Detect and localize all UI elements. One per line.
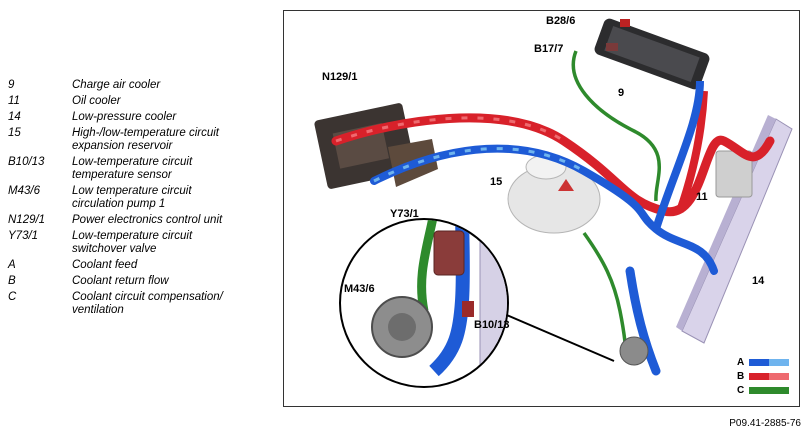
label-m43-6: M43/6 [344, 283, 375, 295]
coolant-circuit-drawing [314, 18, 793, 388]
legend-row: 11 Oil cooler [8, 95, 278, 108]
legend-row: N129/1 Power electronics control unit [8, 214, 278, 227]
return-pipe-main [331, 113, 775, 217]
key-bar-c [749, 387, 789, 394]
legend-row: 14 Low-pressure cooler [8, 111, 278, 124]
key-bar-b [749, 373, 789, 380]
key-letter-b: B [737, 371, 745, 382]
legend-code: B [8, 275, 16, 287]
label-n129-1: N129/1 [322, 71, 358, 83]
warning-triangle [558, 179, 574, 191]
magnifier-pointer [501, 312, 615, 362]
label-b10-13: B10/13 [474, 319, 510, 331]
detail-vent-pipe [417, 220, 441, 312]
legend-code: 9 [8, 79, 15, 91]
legend-code: 11 [8, 95, 20, 107]
label-9: 9 [618, 87, 625, 99]
vent-pipe-bottom [582, 231, 630, 362]
diagram-frame: A B C B28/6 B17/7 N129/1 9 15 11 14 Y73/… [283, 10, 800, 407]
legend-row: Y73/1 Low-temperature circuit switchover … [8, 230, 278, 256]
legend-desc: Coolant feed [72, 259, 138, 271]
legend-desc: Low-temperature circuit switchover valve [72, 230, 193, 255]
pump-motor [388, 313, 416, 341]
return-pipe-highlight [335, 116, 565, 143]
legend-desc: High-/low-temperature circuit expansion … [72, 127, 219, 152]
legend-desc: Low-pressure cooler [72, 111, 177, 123]
legend-desc: Coolant return flow [72, 275, 169, 287]
legend-desc: Coolant circuit compensation/ ventilatio… [72, 291, 223, 316]
label-y73-1: Y73/1 [390, 208, 419, 220]
sensor-b17-7 [606, 43, 618, 51]
label-b17-7: B17/7 [534, 43, 564, 55]
key-bar-a [749, 359, 789, 366]
legend-row: B Coolant return flow [8, 275, 278, 288]
label-15: 15 [490, 176, 503, 188]
sensor-b28-6 [620, 19, 630, 27]
key-letter-a: A [737, 357, 745, 368]
label-11: 11 [696, 191, 708, 203]
key-letter-c: C [737, 385, 745, 396]
return-pipe-cooler [676, 90, 708, 213]
switchover-valve [433, 230, 465, 276]
legend-row: 9 Charge air cooler [8, 79, 278, 92]
legend-code: N129/1 [8, 214, 46, 226]
charge-air-cooler-fins [604, 26, 700, 82]
reference-number: P09.41-2885-76 [729, 418, 801, 429]
legend-code: A [8, 259, 16, 271]
legend-row: C Coolant circuit compensation/ ventilati… [8, 291, 278, 317]
component-legend: 9 Charge air cooler 11 Oil cooler 14 Low-pr… [8, 79, 278, 320]
legend-desc: Low temperature circuit circulation pump… [72, 185, 192, 210]
legend-code: Y73/1 [8, 230, 39, 242]
legend-row: B10/13 Low-temperature circuit temperatur… [8, 156, 278, 182]
legend-desc: Charge air cooler [72, 79, 161, 91]
legend-code: 15 [8, 127, 21, 139]
legend-row: 15 High-/low-temperature circuit expansio… [8, 127, 278, 153]
circulation-pump-small [619, 336, 649, 366]
temperature-sensor [462, 301, 474, 317]
legend-code: M43/6 [8, 185, 40, 197]
legend-row: A Coolant feed [8, 259, 278, 272]
legend-desc: Low-temperature circuit temperature sens… [72, 156, 193, 181]
legend-row: M43/6 Low temperature circuit circulation… [8, 185, 278, 211]
legend-code: B10/13 [8, 156, 45, 168]
legend-code: C [8, 291, 17, 303]
legend-desc: Power electronics control unit [72, 214, 223, 226]
vent-pipe-top [571, 50, 661, 202]
label-14: 14 [752, 275, 765, 287]
legend-code: 14 [8, 111, 21, 123]
feed-pipe-pump [625, 266, 661, 376]
label-b28-6: B28/6 [546, 15, 576, 27]
feed-pipe-cooler [652, 80, 704, 231]
legend-desc: Oil cooler [72, 95, 121, 107]
